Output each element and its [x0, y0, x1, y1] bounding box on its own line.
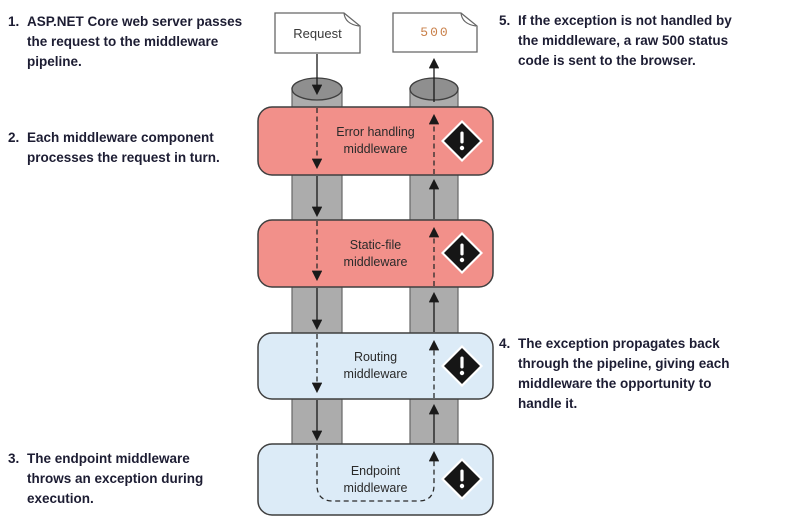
annotation-step-1: 1. ASP.NET Core web server passes the re…: [8, 12, 270, 72]
response-document: [392, 12, 478, 53]
exception-icons: [441, 120, 483, 500]
annotation-step-5: 5. If the exception is not handled by th…: [499, 11, 781, 71]
annotation-number: 4.: [499, 336, 511, 351]
annotation-text: Each middleware component processes the …: [27, 130, 220, 165]
request-document: [274, 12, 361, 54]
annotation-step-2: 2. Each middleware component processes t…: [8, 128, 270, 168]
annotation-step-4: 4. The exception propagates back through…: [499, 334, 781, 414]
exclamation-diamond-icon: [441, 458, 483, 500]
annotation-step-3: 3. The endpoint middleware throws an exc…: [8, 449, 270, 509]
exclamation-diamond-icon: [441, 345, 483, 387]
in-box-dashed-arrows: [311, 108, 440, 502]
folded-corner: [460, 12, 477, 27]
annotation-number: 3.: [8, 451, 20, 466]
annotation-number: 1.: [8, 14, 20, 29]
annotation-number: 5.: [499, 13, 511, 28]
annotation-number: 2.: [8, 130, 20, 145]
annotation-text: The exception propagates back through th…: [518, 336, 730, 411]
exclamation-diamond-icon: [441, 120, 483, 162]
annotation-text: ASP.NET Core web server passes the reque…: [27, 14, 243, 69]
exclamation-diamond-icon: [441, 232, 483, 274]
annotation-text: The endpoint middleware throws an except…: [27, 451, 204, 506]
folded-corner: [343, 12, 360, 27]
endpoint-uturn-arrow: [316, 445, 440, 502]
annotation-text: If the exception is not handled by the m…: [518, 13, 732, 68]
